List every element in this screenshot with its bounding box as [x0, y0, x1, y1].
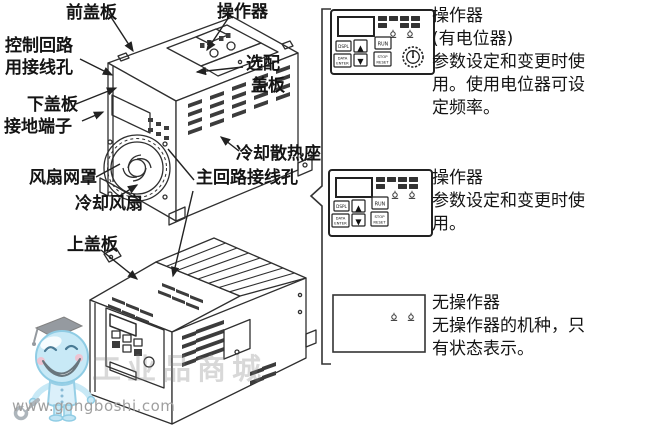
panel-indicator-labels [378, 16, 420, 28]
wrench-icon [13, 398, 40, 421]
dspl-button [333, 200, 350, 212]
gongboshi-mascot [13, 316, 96, 422]
panel-display [337, 16, 375, 37]
stop-label: STOP [377, 54, 388, 59]
label-optional-cover-1: 选配 [246, 54, 280, 74]
panel1-desc-1: 参数设定和变更时使 [432, 52, 585, 72]
label-lower-cover: 下盖板 [27, 95, 78, 115]
leader-main-circuit-lower [170, 190, 194, 278]
leader-optional-cover [195, 66, 244, 76]
panel3-desc-2: 有状态表示。 [432, 339, 534, 359]
down-arrow-icon: ▼ [357, 57, 364, 66]
panel2-title: 操作器 [432, 168, 483, 188]
data-enter-button [331, 213, 350, 228]
data-label: DATA [336, 216, 346, 221]
down-button [353, 53, 368, 67]
dspl-label: DSPL [338, 44, 349, 49]
dspl-label: DSPL [336, 204, 347, 209]
up-button [353, 39, 368, 53]
down-button [351, 213, 366, 227]
options-brace [309, 8, 331, 365]
enter-label: ENTER [334, 221, 347, 226]
label-control-circuit-2: 用接线孔 [5, 58, 73, 78]
leader-front-cover [108, 13, 134, 53]
label-cooling-fan: 冷却风扇 [75, 194, 143, 214]
leader-arrows [75, 13, 244, 280]
label-ground-terminal: 接地端子 [4, 117, 72, 137]
reset-label: RESET [373, 220, 386, 225]
panel3-title: 无操作器 [432, 293, 500, 313]
label-heatsink: 冷却散热座 [236, 144, 321, 164]
leader-control-circuit [79, 58, 114, 76]
stop-label: STOP [374, 214, 385, 219]
panel-display [335, 177, 373, 198]
panel1-title: 操作器 [432, 6, 483, 26]
run-label: RUN [378, 42, 389, 48]
label-fan-grille: 风扇网罩 [29, 168, 97, 188]
leader-heatsink [219, 136, 240, 152]
label-front-cover: 前盖板 [66, 3, 117, 23]
stop-reset-button [373, 51, 392, 67]
operator-panel-with-pot: DSPL ▲ RUN DATA ENTER ▼ STOP RESET [330, 9, 435, 75]
label-optional-cover-2: 盖板 [251, 76, 285, 96]
front-keypad-drawing [105, 307, 165, 389]
panel1-desc-3: 定频率。 [432, 98, 500, 118]
data-label: DATA [338, 56, 348, 61]
terminal-blocks [148, 118, 169, 140]
up-arrow-icon: ▲ [357, 44, 364, 53]
leader-top-cover [100, 249, 139, 280]
leader-ground-terminal [81, 111, 105, 122]
panel2-desc-2: 用。 [432, 214, 466, 234]
leader-fan-grille [95, 163, 121, 178]
cooling-fan-drawing [103, 134, 171, 202]
up-arrow-icon: ▲ [355, 204, 362, 213]
panel1-subtitle: (有电位器) [432, 29, 514, 49]
enter-label: ENTER [336, 61, 349, 66]
label-operator: 操作器 [217, 2, 268, 22]
mascot-smile [42, 358, 81, 377]
down-arrow-icon: ▼ [355, 218, 362, 227]
watermark-brand-text: 工业品商城 [92, 352, 268, 386]
leader-main-circuit-upper [167, 148, 195, 181]
stop-reset-button [370, 211, 389, 227]
inverter-bottom-view-drawing [89, 237, 317, 425]
label-main-circuit-hole: 主回路接线孔 [196, 168, 298, 188]
no-operator-panel [332, 294, 426, 353]
potentiometer-knob [402, 46, 424, 68]
panel2-desc-1: 参数设定和变更时使 [432, 191, 585, 211]
panel1-desc-2: 用。使用电位器可设 [432, 75, 585, 95]
leader-operator [206, 13, 232, 52]
panel-indicator-labels [376, 177, 418, 189]
reset-label: RESET [376, 60, 389, 65]
label-top-cover: 上盖板 [67, 235, 118, 255]
inverter-assembled-drawing [99, 16, 313, 226]
watermark-url: www.gongboshi.com [12, 397, 176, 415]
data-enter-button [333, 53, 352, 68]
run-button [374, 36, 392, 50]
run-button [371, 196, 389, 210]
panel3-desc-1: 无操作器的机种，只 [432, 316, 585, 336]
leader-lower-cover [75, 87, 118, 105]
label-control-circuit-1: 控制回路 [5, 36, 73, 56]
operator-panel-no-pot: DSPL ▲ RUN DATA ENTER ▼ STOP RESET [328, 169, 433, 237]
dspl-button [335, 40, 352, 52]
leader-cooling-fan [117, 184, 139, 198]
up-button [351, 199, 366, 213]
run-label: RUN [375, 202, 386, 208]
